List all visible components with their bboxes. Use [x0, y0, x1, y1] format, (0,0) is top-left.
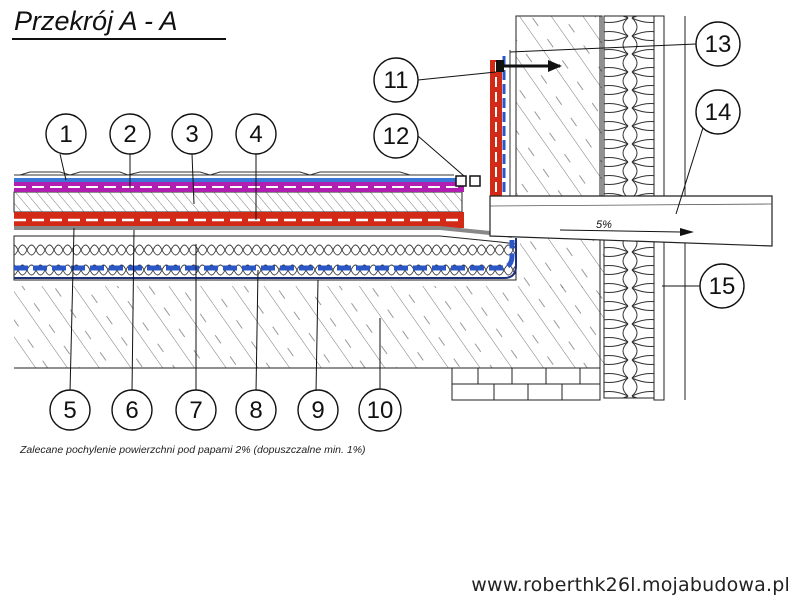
callout-9-label: 9 — [311, 397, 324, 424]
brick-course — [451, 367, 601, 401]
callout-6: 6 — [111, 389, 153, 431]
slope-label: 5% — [596, 219, 612, 231]
parapet-wall — [515, 15, 604, 288]
callout-7: 7 — [175, 389, 217, 431]
callouts-top: 1 2 3 4 — [45, 113, 277, 155]
top-membrane — [14, 171, 464, 192]
callout-2-label: 2 — [123, 121, 136, 148]
callout-11-label: 11 — [384, 67, 409, 94]
slope-screed — [13, 191, 463, 213]
callout-8: 8 — [235, 389, 277, 431]
overflow-pipe — [489, 195, 773, 247]
callout-5: 5 — [49, 389, 91, 431]
watermark: www.roberthk26l.mojabudowa.pl — [471, 574, 790, 596]
callout-4-label: 4 — [249, 121, 262, 148]
thermal-insulation-layer — [13, 235, 517, 281]
callout-13-label: 13 — [705, 31, 732, 58]
callout-11: 11 — [373, 57, 419, 103]
callout-7-label: 7 — [189, 397, 202, 424]
callout-1: 1 — [45, 113, 87, 155]
callout-13: 13 — [695, 21, 741, 67]
callout-12: 12 — [373, 113, 419, 159]
callout-12-label: 12 — [383, 123, 410, 150]
callout-14: 14 — [695, 89, 741, 135]
callout-3: 3 — [171, 113, 213, 155]
callout-10: 10 — [358, 388, 402, 432]
callout-14-label: 14 — [705, 99, 732, 126]
callout-15: 15 — [699, 263, 745, 309]
title-underline — [12, 38, 226, 40]
callout-2: 2 — [109, 113, 151, 155]
callout-3-label: 3 — [185, 121, 198, 148]
callout-5-label: 5 — [63, 397, 76, 424]
callout-4: 4 — [235, 113, 277, 155]
callouts-right: 11 12 13 14 15 — [373, 21, 745, 309]
callout-8-label: 8 — [249, 397, 262, 424]
callouts-bottom: 5 6 7 8 9 10 — [49, 388, 402, 432]
leader-lines — [59, 43, 707, 393]
base-membrane-red — [14, 212, 513, 238]
section-title: Przekrój A - A — [14, 6, 178, 36]
callout-15-label: 15 — [709, 273, 736, 300]
vapour-barrier — [14, 238, 517, 279]
concrete-slab — [14, 286, 604, 369]
callout-1-label: 1 — [59, 121, 72, 148]
parapet-upstand-membrane — [490, 50, 511, 200]
callout-6-label: 6 — [125, 397, 138, 424]
callout-9: 9 — [297, 389, 339, 431]
fixing-bolt — [496, 60, 562, 72]
slope-note: Zalecane pochylenie powierzchni pod papa… — [20, 444, 366, 456]
corner-fillet — [455, 175, 481, 187]
callout-10-label: 10 — [367, 397, 394, 424]
